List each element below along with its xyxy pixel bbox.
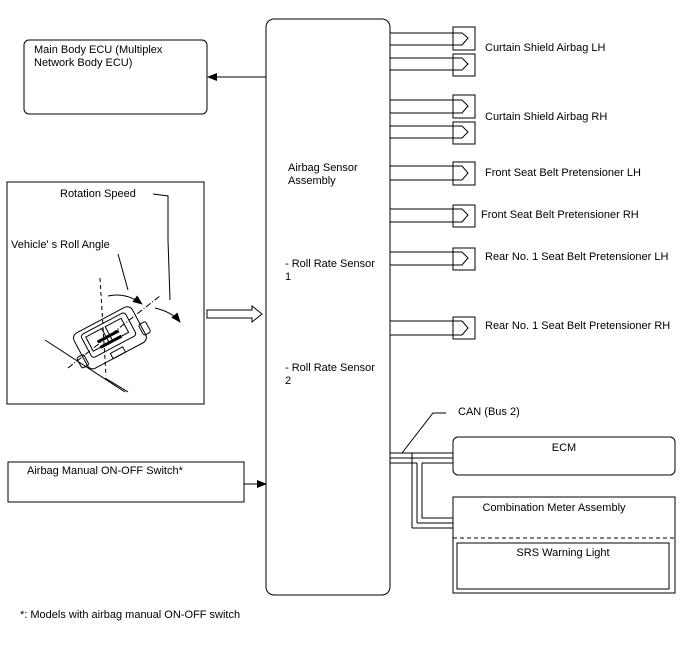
output-front-lh: Front Seat Belt Pretensioner LH: [485, 167, 641, 179]
vehicle-inset-box: [6, 181, 205, 405]
vehicle-illustration: [44, 193, 181, 393]
main-body-ecu-label: Main Body ECU (Multiplex Network Body EC…: [34, 44, 163, 69]
combination-meter-label: Combination Meter Assembly: [482, 502, 626, 514]
can-bus-label: CAN (Bus 2): [458, 406, 520, 418]
ecm-label: ECM: [551, 442, 577, 454]
airbag-sensor-title: Airbag Sensor Assembly: [288, 162, 358, 187]
airbag-sensor-box: [265, 18, 391, 596]
combination-meter-box: [452, 496, 676, 594]
squib-symbols: [452, 26, 476, 340]
ecm-box: [452, 436, 676, 476]
output-curtain-lh: Curtain Shield Airbag LH: [485, 42, 606, 54]
output-rear-rh: Rear No. 1 Seat Belt Pretensioner RH: [485, 320, 671, 332]
srs-warning-label: SRS Warning Light: [516, 547, 610, 559]
hollow-arrow: [206, 304, 263, 324]
roll-rate-sensor-2: - Roll Rate Sensor 2: [285, 362, 375, 387]
rotation-speed-label: Rotation Speed: [60, 188, 136, 200]
output-wiring: [390, 32, 453, 336]
output-rear-lh: Rear No. 1 Seat Belt Pretensioner LH: [485, 251, 669, 263]
output-front-rh: Front Seat Belt Pretensioner RH: [481, 209, 639, 221]
roll-angle-label: Vehicle' s Roll Angle: [11, 239, 110, 251]
srs-warning-box: [456, 542, 670, 590]
output-curtain-rh: Curtain Shield Airbag RH: [485, 111, 608, 123]
footnote: *: Models with airbag manual ON-OFF swit…: [20, 609, 241, 621]
manual-switch-box: [7, 461, 245, 503]
manual-switch-label: Airbag Manual ON-OFF Switch*: [27, 465, 183, 477]
can-bus-lines: [390, 412, 453, 529]
roll-rate-sensor-1: - Roll Rate Sensor 1: [285, 258, 375, 283]
